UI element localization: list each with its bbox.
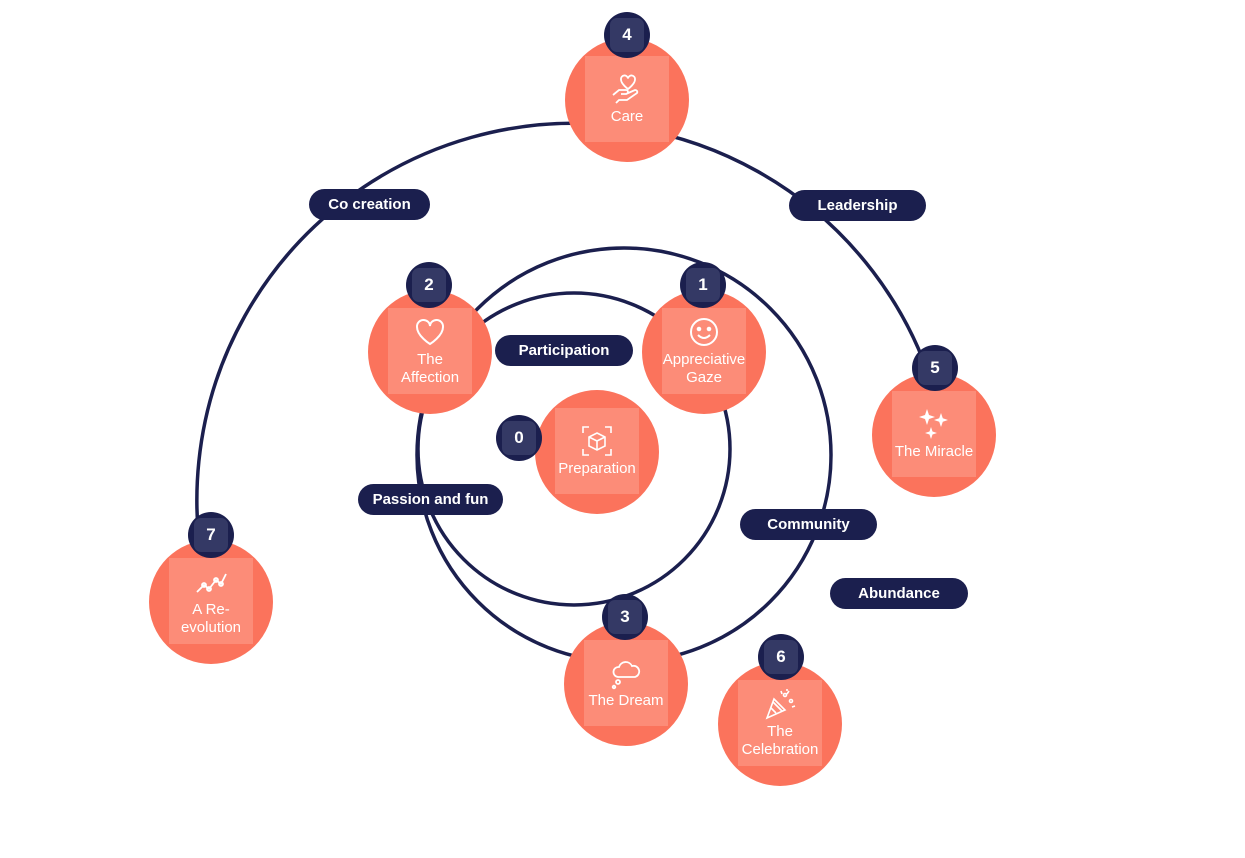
stage-1-appreciative-gaze: Appreciative Gaze 1	[642, 262, 766, 414]
stage-number-badge: 4	[604, 12, 650, 58]
stage-number-badge: 1	[680, 262, 726, 308]
stage-label: Care	[610, 108, 644, 125]
outer-spiral-arc	[195, 121, 938, 603]
stage-2-the-affection: The Affection 2	[368, 262, 492, 414]
stage-3-the-dream: The Dream 3	[564, 594, 688, 746]
heart-icon	[416, 319, 444, 346]
value-pill-community: Community	[740, 509, 877, 540]
stage-7-a-re-evolution: A Re-evolution 7	[149, 512, 273, 664]
stage-label: Preparation	[558, 460, 636, 477]
stage-label: Appreciative Gaze	[662, 351, 746, 386]
value-pill-co-creation: Co creation	[309, 189, 430, 220]
stage-5-the-miracle: The Miracle 5	[872, 345, 996, 497]
value-pill-participation: Participation	[495, 335, 633, 366]
stage-number-badge: 5	[912, 345, 958, 391]
thought-cloud-icon	[611, 661, 641, 690]
stage-6-the-celebration: The Celebration 6	[718, 634, 842, 786]
stage-4-care: Care 4	[565, 12, 689, 162]
party-popper-icon	[765, 689, 796, 720]
stage-number-badge: 3	[602, 594, 648, 640]
smiley-icon	[690, 318, 718, 346]
stage-number-badge: 2	[406, 262, 452, 308]
growth-line-icon	[196, 573, 227, 593]
stage-0-preparation: Preparation 0	[496, 390, 659, 514]
heart-in-hand-icon	[612, 74, 639, 104]
preparation-cube-icon	[582, 426, 612, 456]
stage-number-badge: 6	[758, 634, 804, 680]
stage-label: The Miracle	[894, 443, 974, 460]
value-pill-abundance: Abundance	[830, 578, 968, 609]
stage-label: The Dream	[588, 692, 664, 709]
stage-label: The Affection	[400, 351, 460, 386]
stage-label: A Re-evolution	[180, 601, 242, 636]
value-pill-leadership: Leadership	[789, 190, 926, 221]
sparkles-icon	[919, 409, 948, 439]
value-pill-passion-and-fun: Passion and fun	[358, 484, 503, 515]
stage-number-badge: 0	[496, 415, 542, 461]
stage-label: The Celebration	[741, 723, 819, 758]
stage-number-badge: 7	[188, 512, 234, 558]
